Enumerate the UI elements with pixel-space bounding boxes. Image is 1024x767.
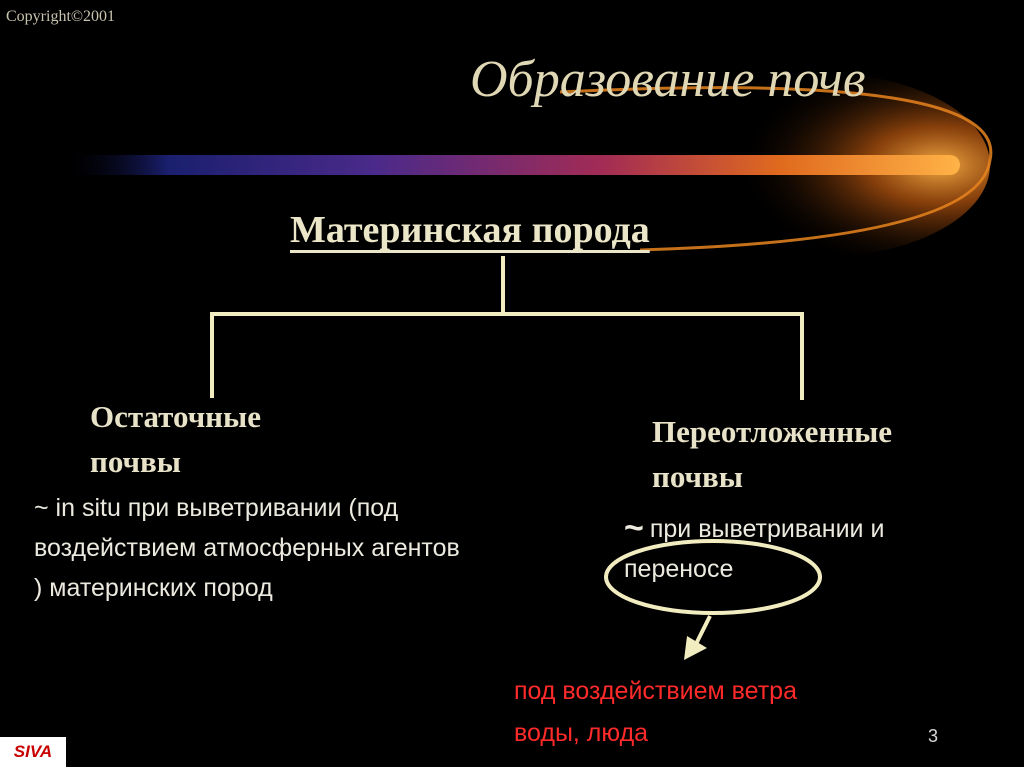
right-desc-line2: переносе xyxy=(624,555,734,583)
left-desc-line1: ~ in situ при выветривании (под xyxy=(34,494,399,522)
note-line2: воды, люда xyxy=(514,719,649,747)
left-branch-heading: Остаточные почвы xyxy=(90,395,261,485)
left-desc-line3: ) материнских пород xyxy=(34,574,273,602)
siva-logo: SIVA xyxy=(0,737,66,767)
transport-agents-note: под воздействием ветра воды, люда xyxy=(514,670,797,754)
arrow-icon xyxy=(684,615,712,660)
right-desc-line1: при выветривании и xyxy=(649,515,885,543)
left-branch-description: ~ in situ при выветривании (под воздейст… xyxy=(34,488,534,608)
root-node-label: Материнская порода xyxy=(290,209,650,251)
right-branch-heading: Переотложенные почвы xyxy=(652,410,892,500)
tree-connectors xyxy=(210,256,804,400)
note-line1: под воздействием ветра xyxy=(514,677,797,705)
right-heading-line2: почвы xyxy=(652,458,743,494)
left-heading-line1: Остаточные xyxy=(90,399,261,434)
page-number: 3 xyxy=(928,726,939,746)
tilde-symbol: ~ xyxy=(624,509,644,547)
left-heading-line2: почвы xyxy=(90,443,181,479)
copyright-text: Copyright©2001 xyxy=(6,8,116,25)
right-heading-line1: Переотложенные xyxy=(652,414,893,449)
highlight-ellipse xyxy=(604,539,822,615)
slide-title: Образование почв xyxy=(470,51,866,108)
right-branch-description: ~при выветривании и переносе xyxy=(624,508,884,589)
left-desc-line2: воздействием атмосферных агентов xyxy=(34,534,460,562)
gradient-band xyxy=(60,155,960,175)
